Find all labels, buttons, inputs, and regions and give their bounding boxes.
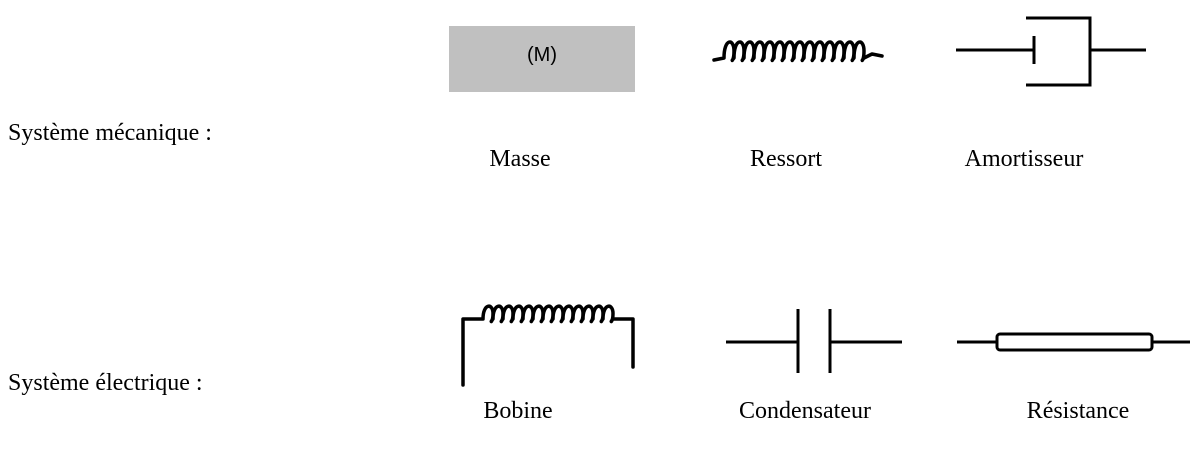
damper-cylinder [1026,16,1092,87]
coil-caption: Bobine [483,398,553,424]
electrical-system-label: Système électrique : [8,370,203,396]
mass-symbol: (M) [449,26,635,92]
mechanical-system-label: Système mécanique : [8,120,212,146]
capacitor-caption: Condensateur [739,398,871,424]
mass-caption: Masse [489,146,551,172]
spring-coil-path [712,40,884,63]
resistor-body [995,332,1154,352]
resistor-caption: Résistance [1026,398,1130,424]
capacitor-symbol [726,309,902,373]
resistor-symbol [957,332,1190,352]
coil-winding-path [461,304,635,387]
spring-caption: Ressort [750,146,822,172]
damper-caption: Amortisseur [964,146,1084,172]
spring-symbol [712,40,884,63]
coil-symbol [461,304,635,387]
damper-symbol [956,16,1146,87]
mass-inner-label: (M) [527,44,557,66]
